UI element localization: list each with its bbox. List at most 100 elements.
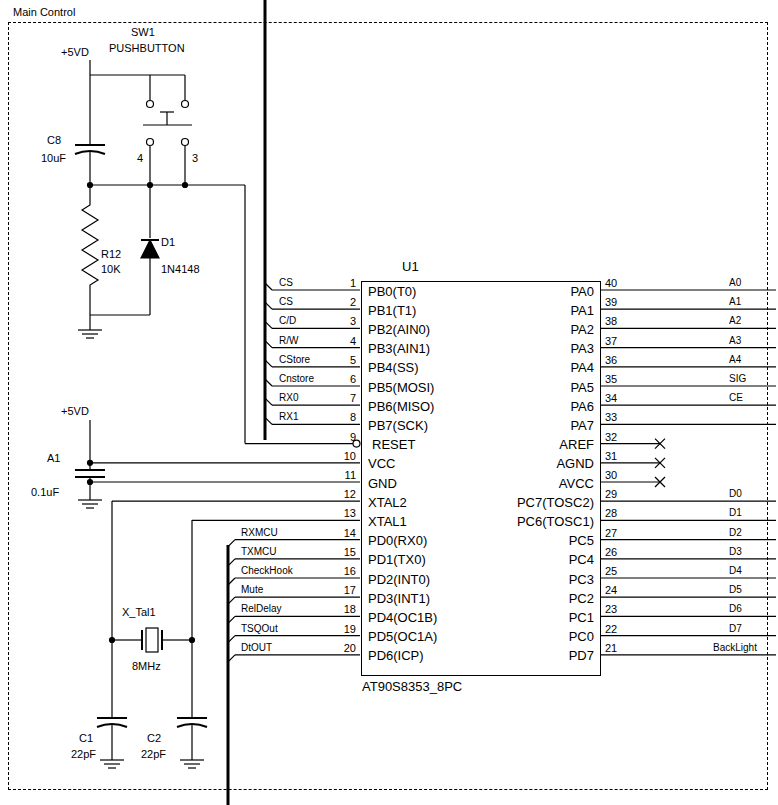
- pin-name: PC4: [569, 553, 594, 567]
- pin-name: PB0(T0): [368, 285, 416, 299]
- pin-wire: [192, 520, 360, 521]
- pin-number: 11: [344, 469, 357, 481]
- pin-name: PD3(INT1): [368, 592, 430, 606]
- pin-name: PB6(MISO): [368, 400, 434, 414]
- region-title: Main Control: [13, 6, 75, 18]
- pin-name: AREF: [559, 438, 594, 452]
- pin-wire: [600, 597, 776, 598]
- pin-number: 33: [604, 411, 618, 423]
- pin-wire: [600, 424, 776, 425]
- pin-wire: [600, 520, 776, 521]
- pin-name: PB1(T1): [368, 304, 416, 318]
- pin-number: 12: [343, 488, 357, 500]
- pin-wire: [600, 558, 776, 559]
- pin-wire: [235, 616, 360, 617]
- pin-name: GND: [368, 477, 397, 491]
- pin-name: PA7: [570, 419, 594, 433]
- pin-name: RESET: [372, 438, 415, 452]
- pin-wire: [272, 309, 360, 310]
- net-label: CheckHook: [240, 565, 294, 576]
- net-label: Cnstore: [278, 373, 315, 384]
- net-label: CE: [728, 392, 744, 403]
- net-label: RelDelay: [240, 603, 283, 614]
- pin-wire: [272, 385, 360, 386]
- pin-number: 9: [349, 431, 357, 443]
- net-label: SIG: [728, 373, 747, 384]
- net-label: BackLight: [712, 642, 758, 653]
- component-label: PUSHBUTTON: [108, 42, 186, 54]
- pin-number: 34: [604, 392, 618, 404]
- control-region: Main ControlU1PB0(T0)PB1(T1)PB2(AIN0)PB3…: [8, 22, 768, 790]
- pin-wire: [228, 578, 235, 585]
- pin-number: 25: [604, 565, 618, 577]
- net-label: C/D: [278, 315, 297, 326]
- pin-name: PB2(AIN0): [368, 323, 430, 337]
- net-label: A1: [728, 296, 742, 307]
- pin-number: 24: [604, 584, 618, 596]
- pin-wire: [245, 443, 353, 444]
- pin-wire: [272, 328, 360, 329]
- pin-name: PD6(ICP): [368, 649, 424, 663]
- net-label: CS: [278, 296, 294, 307]
- component-label: 4: [136, 152, 144, 164]
- net-label: D5: [728, 584, 743, 595]
- component-label: 1N4148: [160, 263, 201, 275]
- component-label: C1: [78, 732, 94, 744]
- part-designator: U1: [402, 260, 419, 274]
- net-label: CStore: [278, 354, 311, 365]
- pin-wire: [265, 398, 272, 405]
- pin-wire: [265, 379, 272, 386]
- pin-number: 21: [604, 642, 618, 654]
- pin-wire: [272, 366, 360, 367]
- pin-wire: [600, 366, 776, 367]
- pin-number: 31: [604, 450, 618, 462]
- pin-name: PA2: [570, 323, 594, 337]
- pin-name: PC6(TOSC1): [517, 515, 594, 529]
- pin-wire: [600, 328, 776, 329]
- pin-wire: [600, 347, 776, 348]
- component-label: SW1: [130, 26, 156, 38]
- pin-name: PD1(TX0): [368, 553, 426, 567]
- pin-name: PD5(OC1A): [368, 630, 437, 644]
- component-label: D1: [160, 236, 176, 248]
- pin-wire: [228, 540, 235, 547]
- component-label: 22pF: [140, 748, 167, 760]
- pin-name: PD2(INT0): [368, 573, 430, 587]
- pin-wire: [600, 443, 660, 444]
- pin-number: 18: [343, 603, 357, 615]
- pin-wire: [600, 405, 776, 406]
- pin-wire: [600, 616, 776, 617]
- pin-wire: [235, 558, 360, 559]
- pin-wire: [112, 501, 360, 502]
- pin-wire: [265, 283, 272, 290]
- component-label: +5VD: [60, 405, 90, 417]
- pin-name: XTAL2: [368, 496, 407, 510]
- pin-wire: [600, 654, 776, 655]
- pin-number: 14: [343, 527, 357, 539]
- pin-wire: [235, 539, 360, 540]
- pin-name: PC2: [569, 592, 594, 606]
- pin-name: PA1: [570, 304, 594, 318]
- net-label: D1: [728, 507, 743, 518]
- pin-number: 1: [349, 277, 357, 289]
- pin-name: PC5: [569, 534, 594, 548]
- pin-wire: [600, 385, 776, 386]
- net-label: Mute: [240, 584, 264, 595]
- pin-number: 15: [343, 546, 357, 558]
- net-label: TXMCU: [240, 546, 278, 557]
- pin-wire: [265, 360, 272, 367]
- pin-number: 28: [604, 507, 618, 519]
- net-label: A3: [728, 335, 742, 346]
- net-label: R/W: [278, 335, 299, 346]
- pin-name: PA0: [570, 285, 594, 299]
- pin-number: 26: [604, 546, 618, 558]
- pin-wire: [655, 439, 665, 449]
- pin-number: 4: [349, 335, 357, 347]
- pin-name: PA4: [570, 361, 594, 375]
- component-label: C2: [146, 732, 162, 744]
- component-label: 3: [191, 152, 199, 164]
- pin-wire: [600, 635, 776, 636]
- pin-name: PB3(AIN1): [368, 342, 430, 356]
- pin-name: PA6: [570, 400, 594, 414]
- component-label: 22pF: [70, 748, 97, 760]
